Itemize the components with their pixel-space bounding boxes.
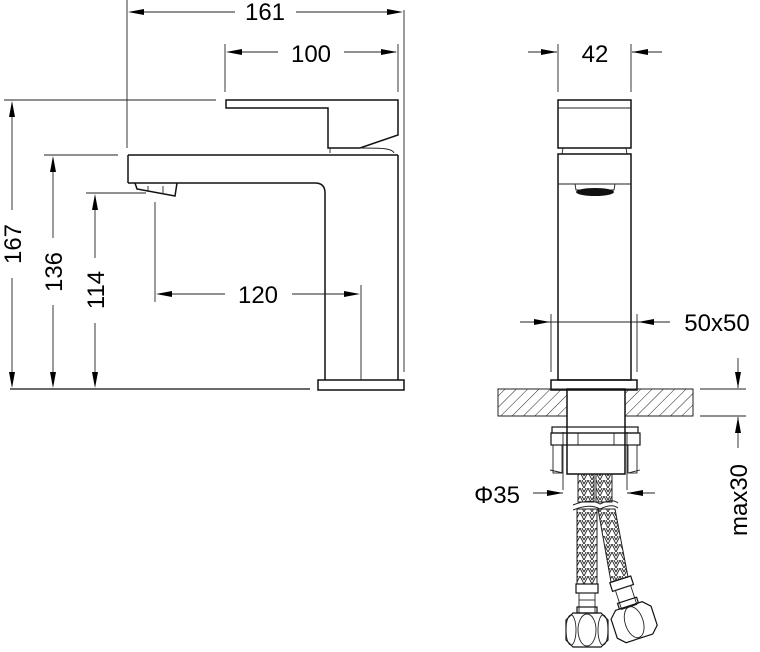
dimension-label-hole-diameter: Φ35 bbox=[474, 482, 520, 509]
dimension-label-total-height: 167 bbox=[0, 224, 27, 264]
braided-hoses bbox=[565, 473, 658, 648]
dimension-aerator-height: 114 bbox=[83, 192, 146, 388]
dimension-label-overall-width: 161 bbox=[245, 0, 285, 26]
dimension-label-countertop-thickness: max30 bbox=[726, 464, 753, 536]
dimension-handle-length: 100 bbox=[224, 41, 399, 92]
front-view: 42 50x50 max30 Φ35 bbox=[474, 41, 753, 648]
dimension-label-spout-reach: 120 bbox=[238, 282, 278, 309]
dimension-base-size: 50x50 bbox=[520, 310, 750, 372]
dimension-countertop-thickness: max30 bbox=[700, 358, 753, 536]
dimension-label-aerator-height: 114 bbox=[83, 271, 110, 309]
dimension-label-body-width: 42 bbox=[582, 41, 609, 68]
countertop-section bbox=[497, 388, 694, 417]
dimension-hole-diameter: Φ35 bbox=[474, 482, 655, 509]
dimension-label-spout-top-height: 136 bbox=[41, 252, 68, 292]
dimension-body-width: 42 bbox=[528, 41, 662, 92]
faucet-side-body bbox=[127, 10, 405, 391]
dimension-label-handle-length: 100 bbox=[291, 41, 331, 68]
dimension-label-base-size: 50x50 bbox=[684, 310, 749, 337]
dimension-spout-top-height: 136 bbox=[41, 154, 118, 388]
faucet-front-body bbox=[550, 99, 638, 391]
dimension-overall-width: 161 bbox=[126, 0, 403, 148]
dimension-total-height: 167 bbox=[0, 99, 216, 388]
side-view: 161 100 167 136 bbox=[0, 0, 405, 391]
dimension-spout-reach: 120 bbox=[154, 202, 362, 380]
